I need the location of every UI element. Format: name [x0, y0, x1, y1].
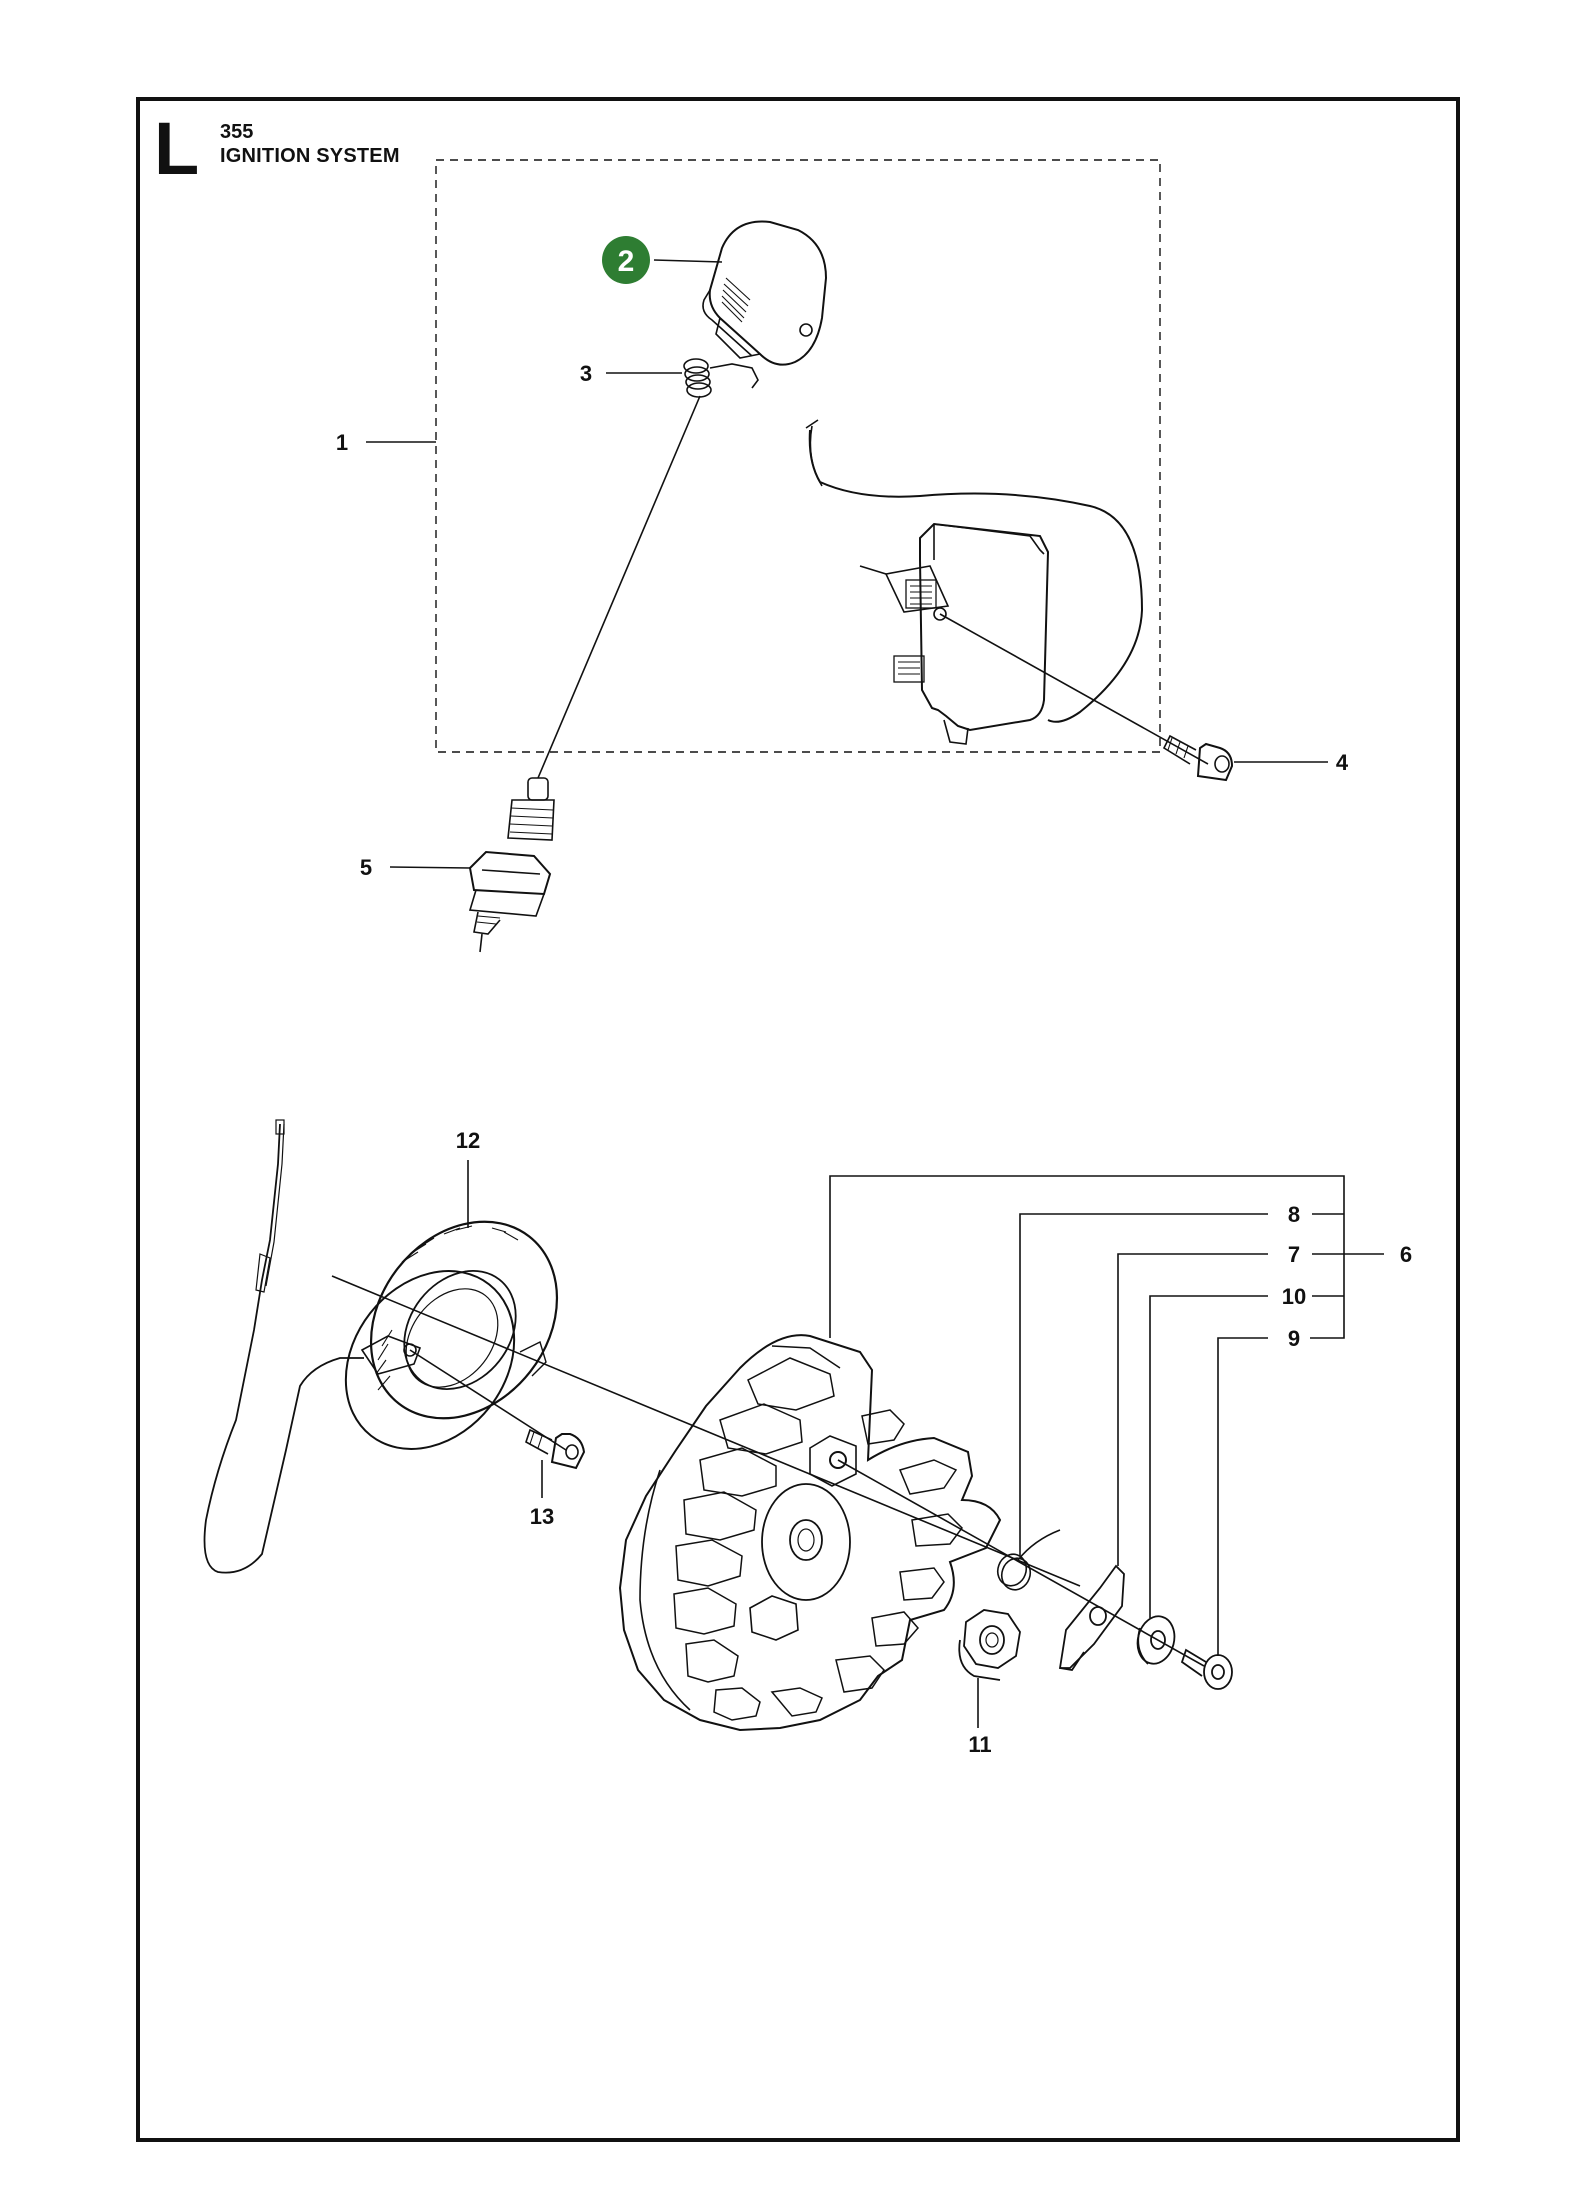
flywheel [618, 1334, 1002, 1732]
highlight-badge[interactable] [602, 236, 650, 284]
callout-10[interactable]: 10 [1282, 1284, 1306, 1309]
ignition-module [805, 419, 1144, 745]
callout-7[interactable]: 7 [1288, 1242, 1300, 1267]
page-frame [136, 97, 1460, 2142]
callout-11[interactable]: 11 [968, 1732, 991, 1757]
sensor-screw [409, 1349, 586, 1470]
callout-4[interactable]: 4 [1336, 750, 1349, 775]
callout-8[interactable]: 8 [1288, 1202, 1300, 1227]
callout-5[interactable]: 5 [360, 855, 372, 880]
leader-2 [653, 259, 723, 263]
callout-9[interactable]: 9 [1288, 1326, 1300, 1351]
leader-5 [389, 866, 471, 869]
callout-1[interactable]: 1 [336, 430, 348, 455]
pawl-washer [1136, 1615, 1176, 1665]
callout-13[interactable]: 13 [530, 1504, 554, 1529]
model-number: 355 [220, 121, 254, 143]
callout-3[interactable]: 3 [580, 361, 592, 386]
ignition-sensor-coil [344, 1220, 559, 1450]
pawl-axis [837, 1459, 1205, 1667]
leader-8 [1019, 1213, 1268, 1556]
callout-12[interactable]: 12 [456, 1128, 480, 1153]
diagram-title: IGNITION SYSTEM [220, 145, 400, 167]
callout-2[interactable]: 2 [618, 245, 635, 278]
assembly-axis [331, 1275, 1081, 1587]
ht-lead-axis [537, 395, 701, 779]
pawl-spring [996, 1529, 1061, 1591]
flywheel-nut [958, 1609, 1021, 1681]
spark-plug-boot [702, 220, 828, 366]
pawl [1058, 1564, 1125, 1671]
leader-6-bracket [829, 1175, 1345, 1339]
section-letter: L [154, 107, 200, 190]
spark-plug [468, 777, 555, 953]
boot-spring [683, 358, 759, 398]
assembly-boundary-box [435, 159, 1161, 753]
pawl-screw [1180, 1648, 1233, 1690]
leader-10 [1149, 1295, 1268, 1618]
leader-9 [1217, 1337, 1268, 1656]
sensor-lead-wire [203, 1119, 364, 1574]
module-screw [939, 613, 1234, 782]
callout-6[interactable]: 6 [1400, 1242, 1412, 1267]
leader-7 [1117, 1253, 1268, 1566]
